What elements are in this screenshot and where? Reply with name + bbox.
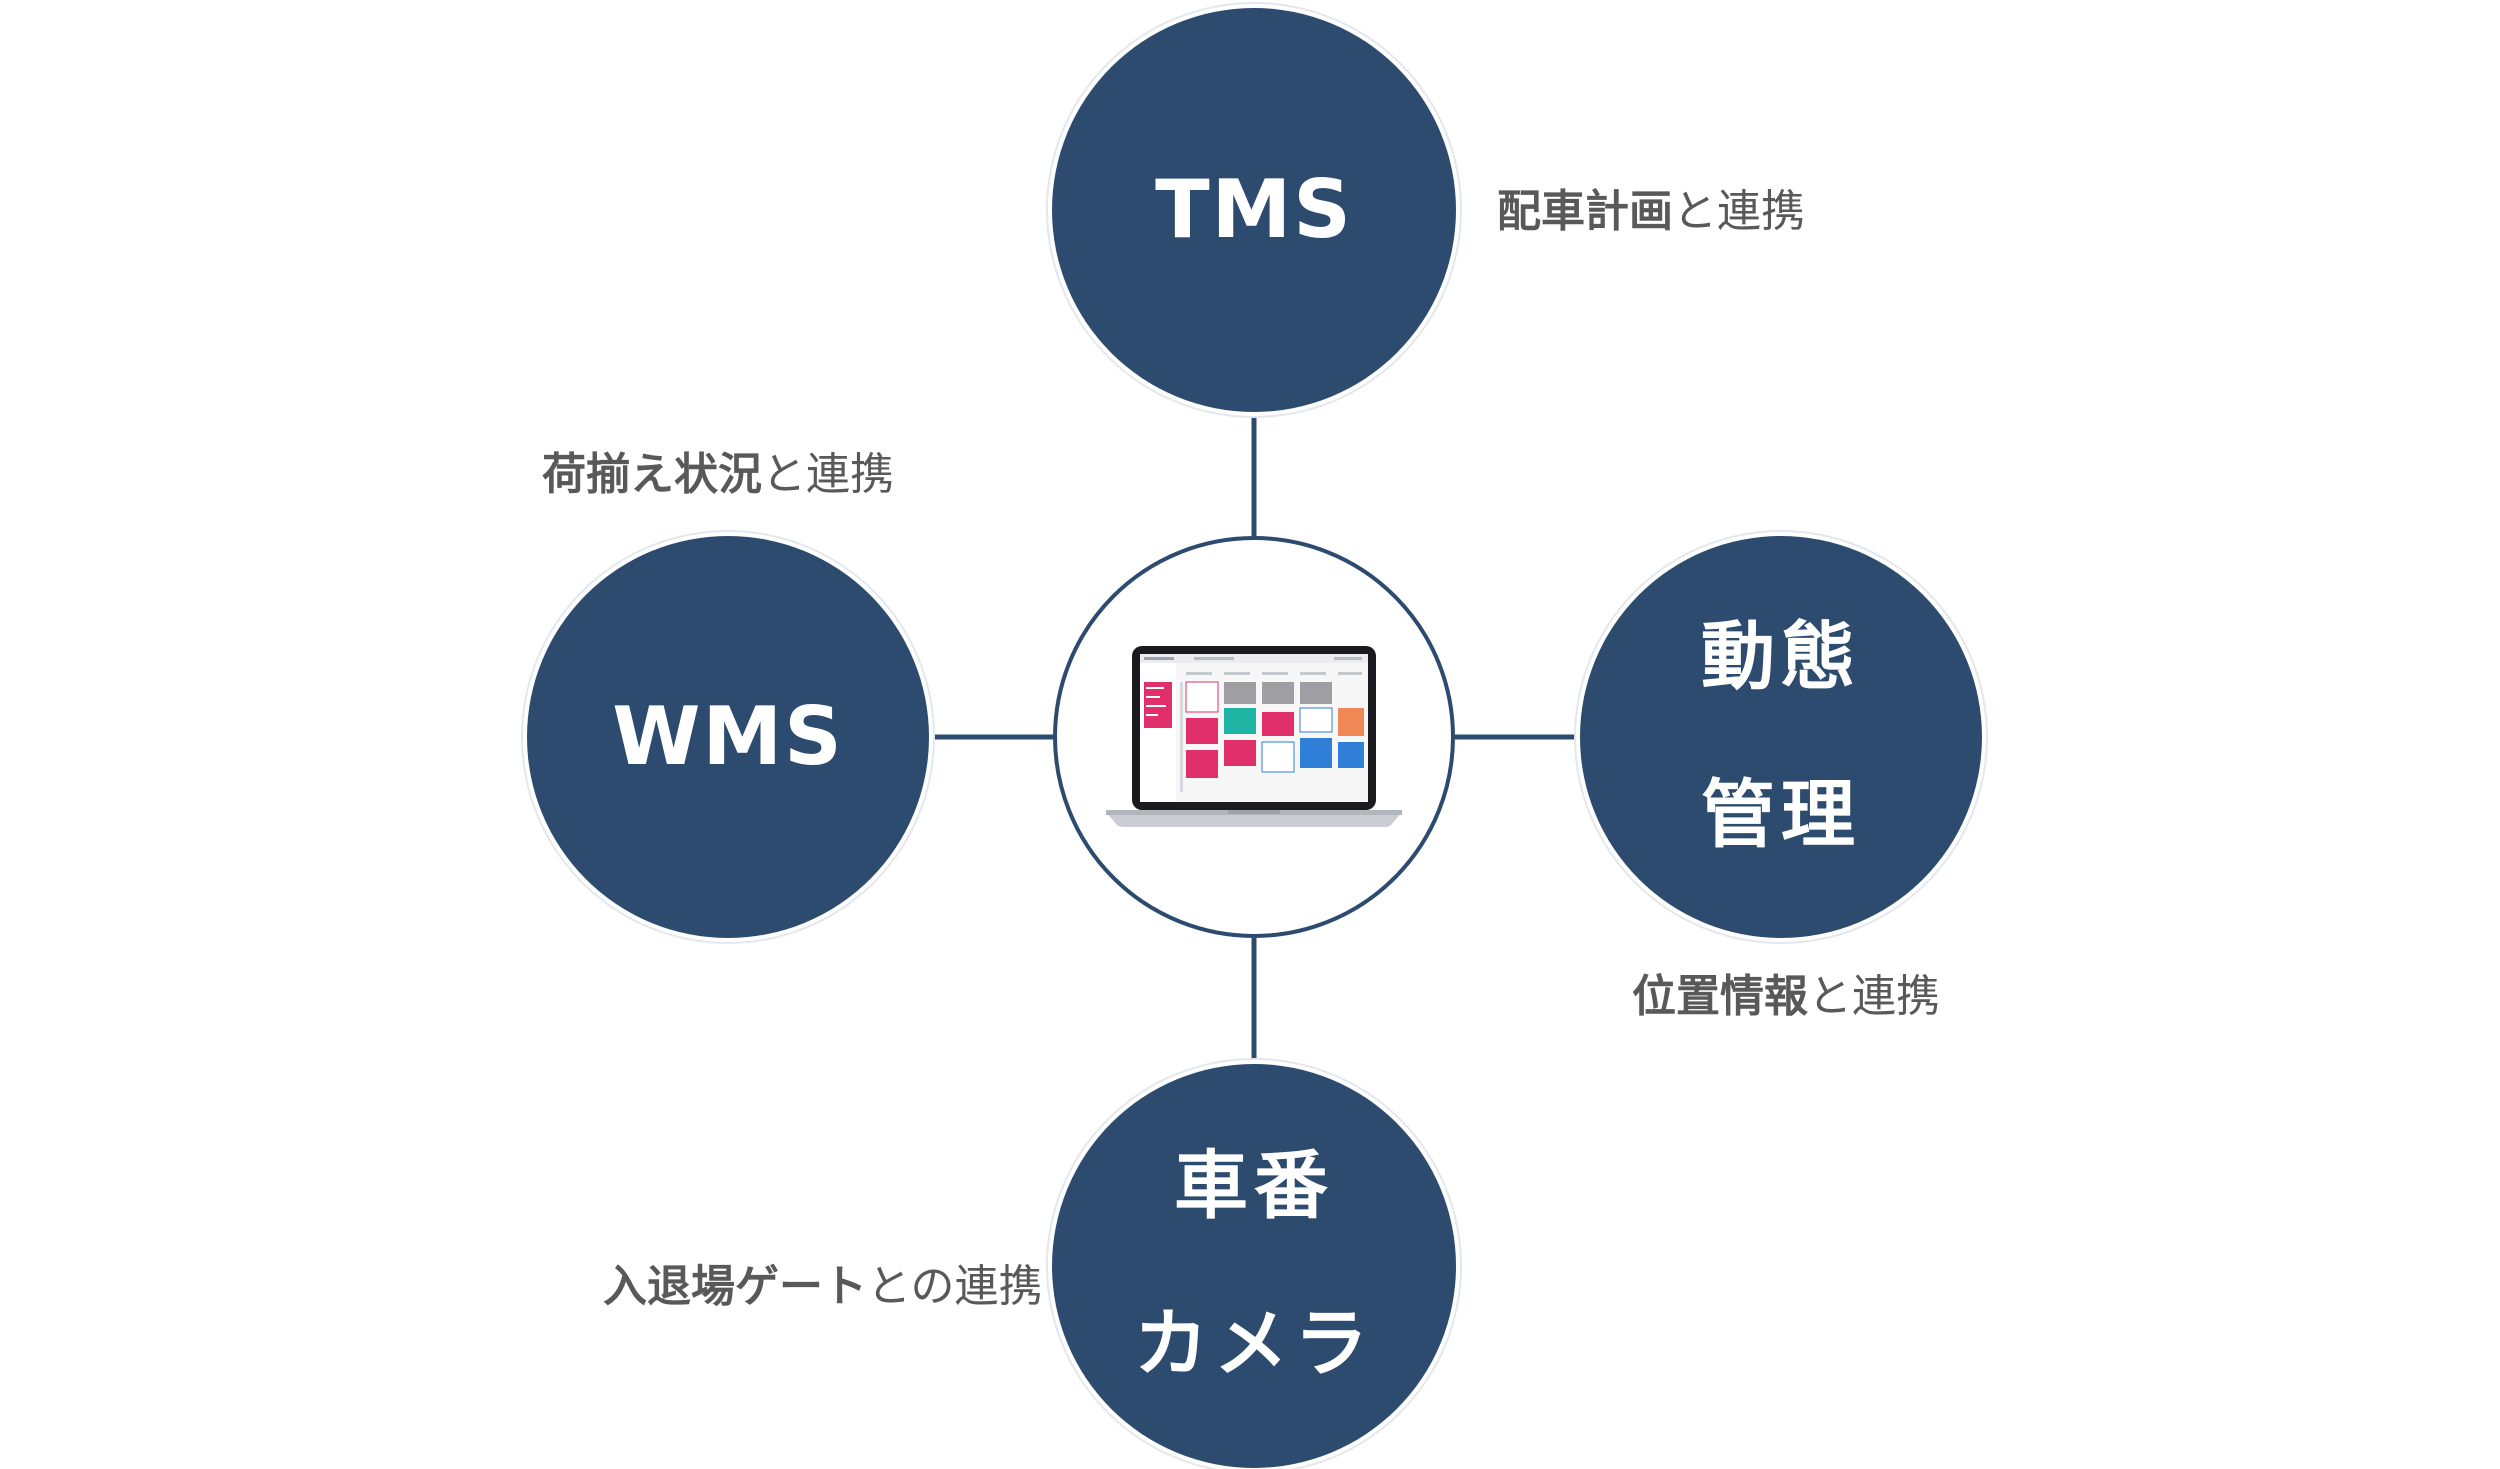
dynamics-caption: 位置情報と連携 xyxy=(1632,975,1940,1019)
plate-camera-node: 車番 カメラ xyxy=(1052,1064,1456,1468)
plate-camera-label-line2: カメラ xyxy=(1134,1301,1374,1387)
wms-caption-strong: 荷揃え状況 xyxy=(542,449,762,500)
plate-camera-caption: 入退場ゲートとの連携 xyxy=(603,1265,1043,1309)
dynamics-management-node: 動態 管理 xyxy=(1580,536,1982,938)
wms-caption-light: と連携 xyxy=(762,449,894,500)
tms-label: TMS xyxy=(1155,163,1353,256)
wms-caption: 荷揃え状況と連携 xyxy=(542,453,894,497)
tms-caption-light: と連携 xyxy=(1673,186,1805,237)
dynamics-caption-light: と連携 xyxy=(1808,971,1940,1022)
tms-caption-strong: 配車計画 xyxy=(1497,186,1673,237)
tms-node: TMS xyxy=(1052,8,1456,412)
wms-node: WMS xyxy=(527,536,929,938)
plate-camera-caption-light: との連携 xyxy=(867,1261,1043,1312)
tms-caption: 配車計画と連携 xyxy=(1497,190,1805,234)
dynamics-label-line2: 管理 xyxy=(1701,772,1861,858)
laptop-icon xyxy=(1106,646,1402,827)
wms-label: WMS xyxy=(612,690,844,783)
hub-circle xyxy=(1053,536,1455,938)
dynamics-label-line1: 動態 xyxy=(1701,614,1861,701)
plate-camera-caption-strong: 入退場ゲート xyxy=(603,1261,867,1312)
plate-camera-label-line1: 車番 xyxy=(1174,1143,1334,1230)
dynamics-caption-strong: 位置情報 xyxy=(1632,971,1808,1022)
